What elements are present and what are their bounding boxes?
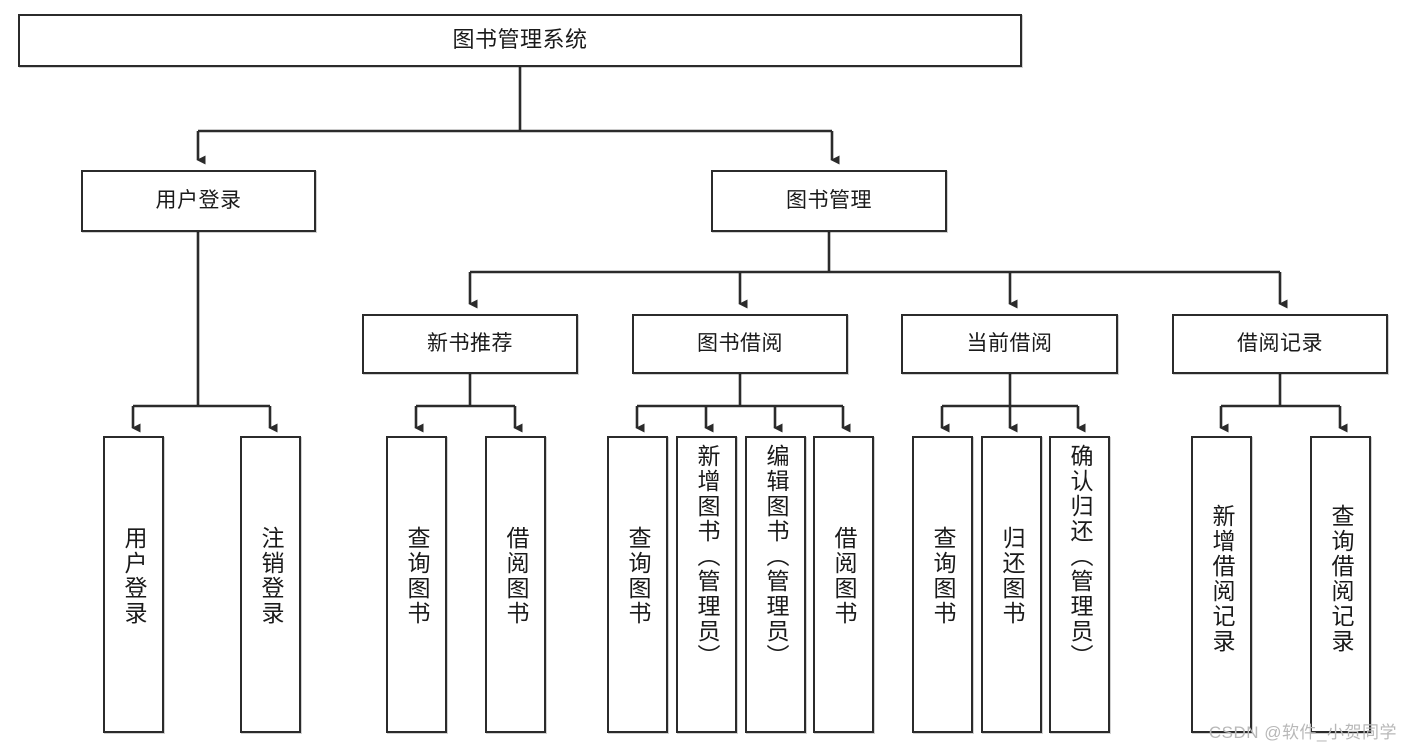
node-leaf-user-login[interactable]: 用户登录 xyxy=(103,436,164,733)
node-label: 借阅记录 xyxy=(1237,332,1323,356)
node-root-book-management-system[interactable]: 图书管理系统 xyxy=(18,14,1022,67)
node-leaf-borrow-book-2[interactable]: 借阅图书 xyxy=(813,436,874,733)
node-label: 新书推荐 xyxy=(427,332,513,356)
node-leaf-edit-book[interactable]: 编辑图书（管理员） xyxy=(745,436,806,733)
node-leaf-logout[interactable]: 注销登录 xyxy=(240,436,301,733)
node-label: 查询图书 xyxy=(930,526,956,626)
node-label: 当前借阅 xyxy=(966,332,1053,356)
node-new-book-recommend[interactable]: 新书推荐 xyxy=(362,314,578,374)
node-label: 查询图书 xyxy=(404,526,430,626)
node-label: 用户登录 xyxy=(121,526,147,626)
node-leaf-return-book[interactable]: 归还图书 xyxy=(981,436,1042,733)
node-leaf-add-book[interactable]: 新增图书（管理员） xyxy=(676,436,737,733)
watermark: CSDN @软件_小贺同学 xyxy=(1208,723,1397,742)
node-label: 新增图书（管理员） xyxy=(694,444,720,669)
node-user-login[interactable]: 用户登录 xyxy=(81,170,316,232)
node-label: 查询借阅记录 xyxy=(1328,504,1354,654)
node-leaf-add-record[interactable]: 新增借阅记录 xyxy=(1191,436,1252,733)
node-label: 新增借阅记录 xyxy=(1209,504,1235,654)
node-leaf-query-book-1[interactable]: 查询图书 xyxy=(386,436,447,733)
node-label: 编辑图书（管理员） xyxy=(763,444,789,669)
node-label: 查询图书 xyxy=(625,526,651,626)
node-label: 借阅图书 xyxy=(503,526,529,626)
node-book-borrow[interactable]: 图书借阅 xyxy=(632,314,848,374)
node-leaf-query-record[interactable]: 查询借阅记录 xyxy=(1310,436,1371,733)
node-leaf-confirm-return[interactable]: 确认归还（管理员） xyxy=(1049,436,1110,733)
node-leaf-query-book-2[interactable]: 查询图书 xyxy=(607,436,668,733)
node-label: 图书管理系统 xyxy=(452,27,588,53)
node-leaf-borrow-book-1[interactable]: 借阅图书 xyxy=(485,436,546,733)
node-label: 用户登录 xyxy=(155,189,242,213)
node-borrow-record[interactable]: 借阅记录 xyxy=(1172,314,1388,374)
node-current-borrow[interactable]: 当前借阅 xyxy=(901,314,1118,374)
node-label: 确认归还（管理员） xyxy=(1067,444,1093,669)
node-leaf-query-book-3[interactable]: 查询图书 xyxy=(912,436,973,733)
node-label: 注销登录 xyxy=(258,526,284,626)
node-label: 归还图书 xyxy=(999,526,1025,626)
node-book-management[interactable]: 图书管理 xyxy=(711,170,947,232)
node-label: 图书管理 xyxy=(786,189,872,213)
node-label: 图书借阅 xyxy=(697,332,783,356)
node-label: 借阅图书 xyxy=(831,526,857,626)
